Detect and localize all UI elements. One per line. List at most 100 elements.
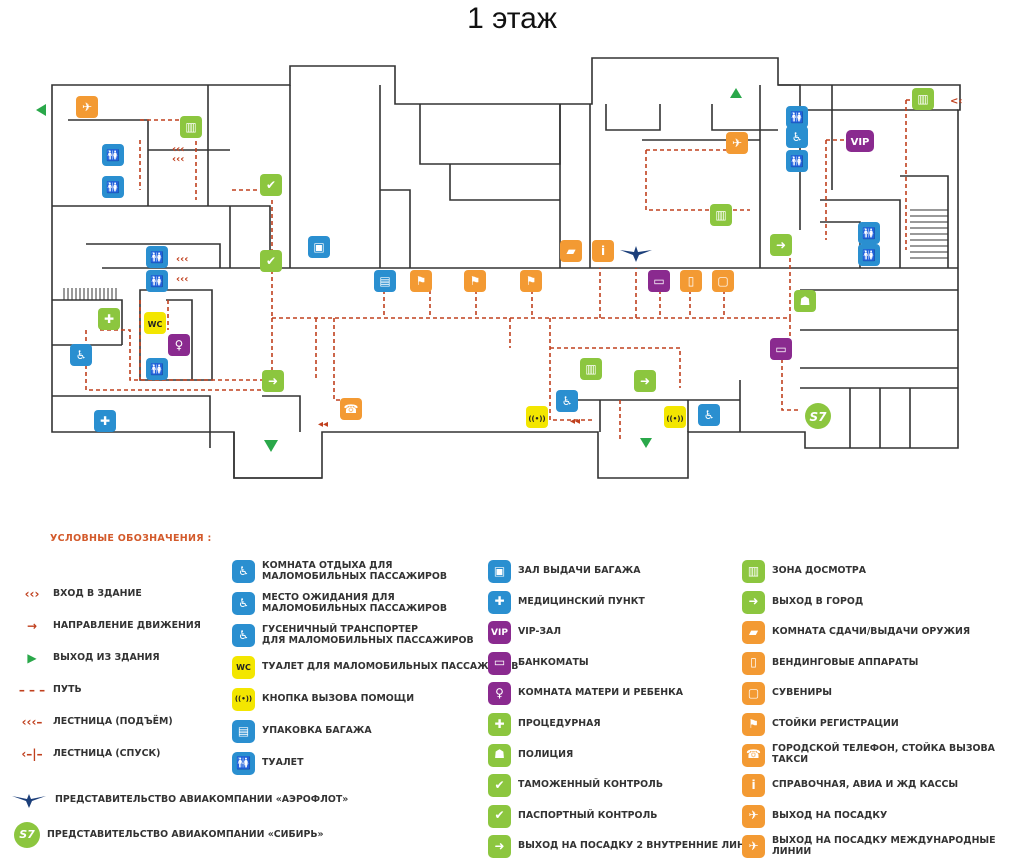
toilet-icon: 🚻 — [858, 244, 880, 266]
taxi-phone-icon: ☎ — [340, 398, 362, 420]
svg-text:☗: ☗ — [800, 294, 811, 308]
legend-item-rest-room: ♿КОМНАТА ОТДЫХА ДЛЯ МАЛОМОБИЛЬНЫХ ПАССАЖ… — [232, 560, 447, 583]
checkin-icon: ⚑ — [742, 713, 765, 736]
svg-text:S7: S7 — [810, 410, 828, 424]
route-paths — [85, 99, 920, 440]
security-zone-icon: ▥ — [580, 358, 602, 380]
aeroflot-office-icon — [620, 246, 652, 262]
svg-text:✔: ✔ — [266, 178, 276, 192]
checkin-icon: ⚑ — [410, 270, 432, 292]
legend-item-checkin: ⚑СТОЙКИ РЕГИСТРАЦИИ — [742, 713, 899, 736]
medical-icon: ✚ — [94, 410, 116, 432]
help-button-icon: ((•)) — [526, 406, 548, 428]
svg-text:▰: ▰ — [566, 244, 576, 258]
svg-text:🚻: 🚻 — [150, 363, 164, 376]
weapons-room-icon: ▰ — [560, 240, 582, 262]
legend-item-medical: ✚МЕДИЦИНСКИЙ ПУНКТ — [488, 590, 645, 614]
path-line-icon: – – – — [18, 683, 46, 697]
security-zone-icon: ▥ — [710, 204, 732, 226]
legend-label: БАНКОМАТЫ — [518, 656, 589, 668]
svg-text:🚻: 🚻 — [790, 111, 804, 124]
baggage-claim-icon: ▣ — [308, 236, 330, 258]
svg-text:♿: ♿ — [792, 130, 803, 144]
legend-label: КНОПКА ВЫЗОВА ПОМОЩИ — [262, 693, 415, 705]
legend-item-customs: ✔ТАМОЖЕННЫЙ КОНТРОЛЬ — [488, 774, 663, 798]
rest-room-icon: ♿ — [786, 126, 808, 148]
toilet-icon: 🚻 — [786, 150, 808, 172]
legend-label: ВЕНДИНГОВЫЕ АППАРАТЫ — [772, 656, 919, 668]
legend-label: ВЫХОД НА ПОСАДКУ 2 ВНУТРЕННИЕ ЛИНИИ — [518, 840, 761, 852]
baggage-wrap-icon: ▤ — [374, 270, 396, 292]
legend-item-toilet: 🚻ТУАЛЕТ — [232, 752, 303, 775]
vending-icon: ▯ — [680, 270, 702, 292]
legend-label: КОМНАТА ОТДЫХА ДЛЯ МАЛОМОБИЛЬНЫХ ПАССАЖИ… — [262, 559, 448, 582]
toilet-icon: 🚻 — [786, 106, 808, 128]
floor-title: 1 этаж — [467, 2, 557, 35]
svg-text:i: i — [601, 244, 605, 258]
entry-arrow-icon: ‹‹› — [24, 587, 40, 601]
legend-item-security-zone: ▥ЗОНА ДОСМОТРА — [742, 560, 866, 583]
legend-item-waiting-area: ♿МЕСТО ОЖИДАНИЯ ДЛЯ МАЛОМОБИЛЬНЫХ ПАССАЖ… — [232, 592, 447, 615]
treatment-room-icon: ✚ — [98, 308, 120, 330]
legend-item-police: ☗ПОЛИЦИЯ — [488, 743, 573, 767]
svg-text:🚻: 🚻 — [862, 249, 876, 262]
legend-item-passport-control: ✔ПАСПОРТНЫЙ КОНТРОЛЬ — [488, 804, 657, 828]
boarding-icon: ✈ — [76, 96, 98, 118]
stairs-down-icon: ‹–|– — [21, 747, 43, 761]
svg-text:WC: WC — [148, 320, 163, 329]
legend-label: ЗАЛ ВЫДАЧИ БАГАЖА — [518, 565, 641, 577]
taxi-phone-icon: ☎ — [742, 743, 765, 767]
info-icon: i — [742, 774, 765, 798]
legend-label: ВЫХОД НА ПОСАДКУ МЕЖДУНАРОДНЫЕ ЛИНИИ — [772, 835, 996, 857]
stairs-hatch — [63, 209, 948, 300]
svg-text:♿: ♿ — [562, 394, 573, 408]
legend-label: VIP-ЗАЛ — [518, 626, 562, 638]
legend-item-vending: ▯ ВЕНДИНГОВЫЕ АППАРАТЫ — [742, 651, 919, 675]
legend-item-baggage-claim: ▣ ЗАЛ ВЫДАЧИ БАГАЖА — [488, 560, 640, 583]
legend-item-mother-child: ♀ КОМНАТА МАТЕРИ И РЕБЕНКА — [488, 682, 684, 706]
svg-text:✈: ✈ — [732, 136, 742, 150]
vip-lounge-icon: VIP — [846, 130, 874, 152]
svg-text:▥: ▥ — [715, 208, 726, 222]
svg-text:➜: ➜ — [776, 238, 786, 252]
international-boarding-icon: ✈ — [742, 835, 765, 859]
svg-text:VIP: VIP — [851, 137, 870, 148]
mother-child-icon: ♀ — [488, 682, 511, 706]
legend-label: КОМНАТА МАТЕРИ И РЕБЕНКА — [518, 687, 684, 699]
atm-icon: ▭ — [648, 270, 670, 292]
domestic-gate-icon: ➜ — [488, 835, 511, 859]
police-icon: ☗ — [488, 743, 511, 767]
svg-text:((•)): ((•)) — [666, 415, 683, 423]
legend-path: – – – ПУТЬ — [18, 683, 82, 697]
baggage-claim-icon: ▣ — [488, 560, 511, 583]
svg-text:⚑: ⚑ — [416, 274, 427, 288]
svg-text:▥: ▥ — [185, 120, 196, 134]
svg-text:⚑: ⚑ — [470, 274, 481, 288]
legend-item-domestic-gate: ➜ ВЫХОД НА ПОСАДКУ 2 ВНУТРЕННИЕ ЛИНИИ — [488, 835, 761, 859]
legend-label: УПАКОВКА БАГАЖА — [262, 725, 372, 737]
svg-text:➜: ➜ — [268, 374, 278, 388]
svg-text:✈: ✈ — [82, 100, 92, 114]
svg-text:▥: ▥ — [585, 362, 596, 376]
svg-text:‹‹‹: ‹‹‹ — [176, 274, 188, 285]
accessible-wc-icon: WC — [144, 312, 166, 334]
direction-arrow-icon: → — [26, 619, 38, 633]
legend-heading: УСЛОВНЫЕ ОБОЗНАЧЕНИЯ : — [50, 533, 212, 544]
legend-item-atm: ▭ БАНКОМАТЫ — [488, 651, 589, 675]
svg-text:‹‹‹: ‹‹‹ — [172, 154, 184, 165]
legend-label: КОМНАТА СДАЧИ/ВЫДАЧИ ОРУЖИЯ — [772, 626, 971, 638]
vip-icon: VIP — [488, 621, 511, 645]
city-exit-icon: ➜ — [262, 370, 284, 392]
entry-arrow-right: <‹ — [950, 96, 963, 107]
mother-child-icon: ♀ — [168, 334, 190, 356]
vending-icon: ▯ — [742, 651, 765, 675]
help-button-icon: ((•)) — [232, 688, 255, 711]
legend-label: ВЫХОД НА ПОСАДКУ — [772, 809, 888, 821]
legend-item-souvenirs: ▢СУВЕНИРЫ — [742, 682, 832, 706]
svg-text:🚻: 🚻 — [150, 275, 164, 288]
stair-climber-icon: ♿ — [232, 624, 255, 647]
svg-text:▭: ▭ — [653, 274, 664, 288]
atm-icon: ▭ — [488, 651, 511, 675]
medical-icon: ✚ — [488, 590, 511, 614]
